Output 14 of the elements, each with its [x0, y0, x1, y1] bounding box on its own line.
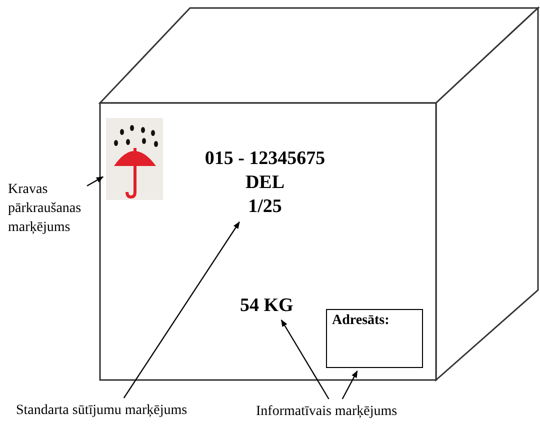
callout-text: Informatīvais marķējums — [256, 402, 416, 420]
callout-text: Kravas pārkraušanas marķējums — [8, 180, 84, 238]
weight-text: 54 KG — [240, 295, 306, 317]
leader-arrow — [280, 319, 330, 400]
shipment-marking-text: 015 - 12345675 — [204, 147, 326, 171]
address-box — [326, 309, 423, 368]
callout-text: Standarta sūtījumu marķējums — [16, 401, 216, 419]
address-label: Adresāts: — [332, 312, 390, 330]
leader-arrow — [342, 370, 358, 400]
shipment-marking-text: 1/25 — [248, 195, 282, 219]
leader-arrow — [123, 221, 240, 398]
shipment-marking-text: DEL — [245, 171, 285, 195]
picture — [106, 118, 163, 200]
leader-arrow — [86, 176, 104, 186]
